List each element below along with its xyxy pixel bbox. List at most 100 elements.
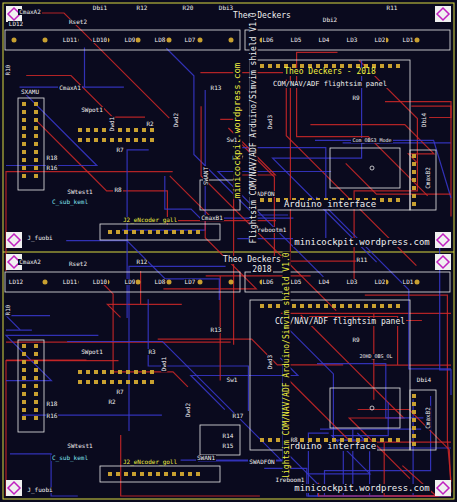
led-pad: [198, 38, 203, 43]
mounting-hole: [437, 234, 449, 246]
pad: [412, 394, 416, 398]
copper-trace: [129, 266, 226, 431]
copper-trace: [301, 315, 410, 479]
pad: [324, 304, 328, 308]
silkscreen-label: R14: [222, 433, 235, 439]
silkscreen-label: SWAN1: [196, 455, 216, 461]
silkscreen-label: LD5: [290, 37, 303, 43]
pad: [116, 472, 120, 476]
led-pad: [415, 38, 420, 43]
pad: [86, 370, 90, 374]
pad: [22, 368, 26, 372]
copper-trace: [122, 90, 205, 230]
copper-trace: [283, 374, 451, 442]
mounting-hole: [435, 480, 451, 496]
pad: [22, 344, 26, 348]
pad: [412, 410, 416, 414]
silkscreen-label: Dwd1: [109, 116, 115, 132]
pad: [78, 138, 82, 142]
silkscreen-label: C_sub_keml: [51, 199, 89, 205]
led-pad: [12, 38, 17, 43]
pad: [78, 128, 82, 132]
silkscreen-label: LD9: [124, 37, 137, 43]
pad: [22, 174, 26, 178]
pad: [34, 408, 38, 412]
pad: [22, 384, 26, 388]
copper-trace: [101, 282, 188, 387]
pad: [142, 380, 146, 384]
pad: [396, 304, 400, 308]
pad: [332, 304, 336, 308]
led-pad: [43, 38, 48, 43]
mounting-hole: [8, 234, 20, 246]
silkscreen-label: LD11: [62, 37, 78, 43]
silkscreen-label: SWtest1: [66, 189, 93, 195]
pad: [34, 110, 38, 114]
silkscreen-label: SWADFON: [248, 459, 275, 465]
pad: [118, 128, 122, 132]
copper-trace: [315, 140, 451, 198]
pad: [22, 110, 26, 114]
silkscreen-label: J2_eNcoder_goll: [122, 459, 178, 465]
copper-trace: [220, 119, 274, 257]
silkscreen-label: 2OHD_OBS_OL: [358, 354, 393, 359]
pad: [396, 438, 400, 442]
pad: [118, 380, 122, 384]
silkscreen-label: SWpot1: [80, 107, 104, 113]
mounting-hole: [435, 232, 451, 248]
silkscreen-label: R12: [136, 259, 149, 265]
copper-trace: [316, 197, 451, 369]
copper-trace: [281, 313, 451, 399]
silkscreen-label: R18: [46, 401, 59, 407]
pad: [380, 438, 384, 442]
silkscreen-label: R16: [46, 165, 59, 171]
copper-trace: [165, 176, 294, 218]
silkscreen-label: Arduino interface: [283, 200, 377, 209]
pad: [94, 370, 98, 374]
silkscreen-label: LD8: [154, 37, 167, 43]
silkscreen-label: J2_eNcoder_gall: [122, 217, 178, 223]
pad: [396, 198, 400, 202]
silkscreen-label: Dwd2: [185, 402, 191, 418]
copper-trace: [166, 48, 288, 215]
pad: [268, 438, 272, 442]
pad: [22, 400, 26, 404]
pad: [156, 472, 160, 476]
copper-trace: [12, 13, 170, 118]
silkscreen-label: minicockpit.wordpress.com: [293, 484, 430, 493]
pad: [126, 138, 130, 142]
led-pad: [198, 280, 203, 285]
pad: [126, 128, 130, 132]
silkscreen-label: minicockpit.wordpress.com: [293, 238, 430, 247]
pad: [276, 64, 280, 68]
pad: [348, 304, 352, 308]
silkscreen-label: Sw1: [226, 137, 239, 143]
silkscreen-label: R13: [210, 85, 223, 91]
pad: [396, 64, 400, 68]
copper-trace: [385, 102, 451, 118]
pad: [188, 472, 192, 476]
pad: [412, 154, 416, 158]
silkscreen-label: LD2: [374, 37, 387, 43]
silkscreen-label: CmaxA2: [18, 259, 42, 265]
pad: [118, 370, 122, 374]
pad: [134, 128, 138, 132]
pad: [260, 438, 264, 442]
pad: [22, 376, 26, 380]
silkscreen-label: LD6: [262, 37, 275, 43]
silkscreen-label: R18: [46, 155, 59, 161]
pad: [300, 304, 304, 308]
copper-trace: [206, 276, 311, 381]
silkscreen-label: R15: [222, 443, 235, 449]
pad: [142, 138, 146, 142]
pad: [22, 158, 26, 162]
pad: [132, 472, 136, 476]
silkscreen-label: LD10: [92, 37, 108, 43]
led-pad: [167, 38, 172, 43]
led-pad: [43, 280, 48, 285]
copper-trace: [148, 299, 248, 411]
mounting-hole: [437, 256, 449, 268]
pad: [140, 230, 144, 234]
pad: [34, 150, 38, 154]
pad: [276, 304, 280, 308]
